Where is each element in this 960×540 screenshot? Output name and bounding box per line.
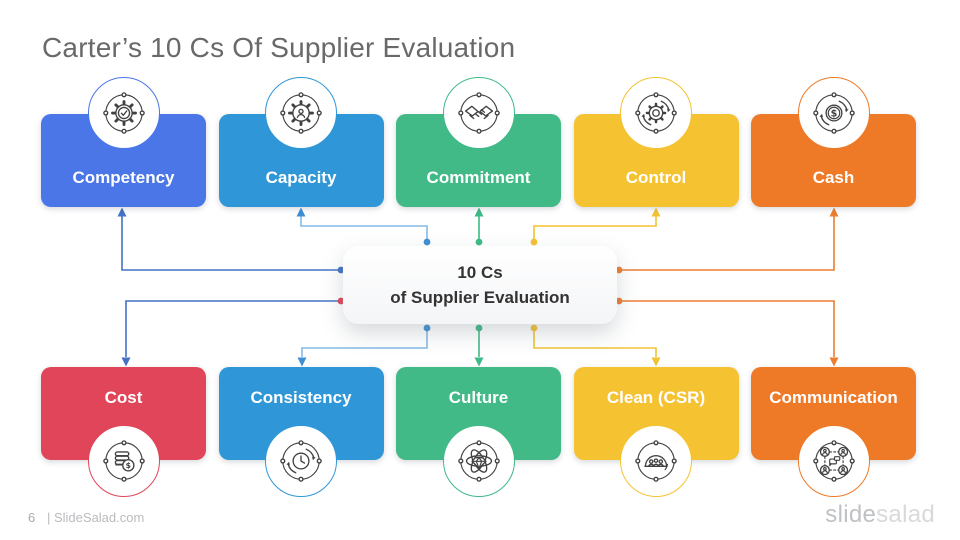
communication-icon-circle [797, 425, 870, 497]
center-box: 10 Cs of Supplier Evaluation [343, 246, 617, 324]
svg-text:$: $ [830, 108, 837, 119]
clock-cycle-icon [280, 440, 322, 482]
globe-people-icon [635, 440, 677, 482]
arrow-cash [829, 207, 839, 217]
dot-competency [337, 266, 345, 274]
handshake-icon [457, 92, 500, 134]
consistency-icon-circle [265, 425, 337, 497]
card-cost: $ Cost [41, 367, 206, 497]
center-line2: of Supplier Evaluation [390, 288, 570, 307]
dollar-cycle-icon: $ [812, 92, 855, 134]
card-competency: Competency [41, 77, 206, 207]
dot-commitment [475, 238, 483, 246]
arrow-culture [474, 357, 484, 367]
center-line1: 10 Cs [457, 263, 503, 282]
slidesalad-logo: slidesalad [825, 501, 935, 529]
connector-clean [533, 328, 657, 357]
card-label-clean-csr: Clean (CSR) [606, 388, 706, 407]
connector-consistency [301, 328, 428, 357]
connector-control [533, 216, 657, 242]
arrow-clean [651, 357, 661, 367]
dot-communication [615, 297, 623, 305]
arrow-communication [829, 357, 839, 367]
connector-capacity [300, 216, 428, 242]
card-label-cash: Cash [812, 168, 855, 187]
capacity-icon-circle [265, 77, 337, 149]
cost-icon-circle: $ [87, 425, 160, 497]
top-row: Competency Capacity [41, 77, 916, 207]
page-title: Carter’s 10 Cs Of Supplier Evaluation [42, 32, 516, 63]
arrow-cost [121, 357, 131, 367]
dot-culture [475, 324, 483, 332]
atom-diamond-icon [457, 440, 500, 482]
card-label-competency: Competency [72, 168, 175, 187]
connector-communication [619, 300, 835, 357]
dot-control [530, 238, 538, 246]
footer-site-text: | SlideSalad.com [47, 510, 145, 525]
connector-cost [125, 300, 341, 357]
people-chat-icon [812, 440, 855, 482]
arrow-competency [117, 207, 127, 217]
page-number: 6 [28, 510, 36, 525]
card-capacity: Capacity [218, 77, 384, 207]
arrow-control [651, 207, 661, 217]
card-cash: $ Cash [751, 77, 916, 207]
card-commitment: Commitment [396, 77, 561, 207]
card-label-control: Control [625, 168, 687, 187]
connector-cash [619, 216, 835, 271]
gear-person-icon [280, 92, 322, 134]
arrow-capacity [296, 207, 306, 217]
gear-check-icon [102, 92, 145, 134]
card-communication: Communication [751, 367, 916, 497]
dot-capacity [423, 238, 431, 246]
card-label-commitment: Commitment [426, 168, 531, 187]
connector-competency [121, 216, 341, 271]
dot-cost [337, 297, 345, 305]
commitment-icon-circle [442, 77, 515, 149]
bottom-row: $ Cost Consistency [41, 367, 916, 497]
clean-icon-circle [620, 425, 692, 497]
competency-icon-circle [87, 77, 160, 149]
card-control: Control [573, 77, 739, 207]
dot-clean [530, 324, 538, 332]
coins-dollar-icon: $ [102, 440, 145, 482]
logo-part-salad: salad [876, 501, 935, 528]
card-culture: Culture [396, 367, 561, 497]
control-icon-circle [620, 77, 692, 149]
culture-icon-circle [442, 425, 515, 497]
dot-consistency [423, 324, 431, 332]
logo-part-slide: slide [825, 501, 877, 528]
arrow-commitment [474, 207, 484, 217]
card-label-cost: Cost [104, 388, 143, 407]
cash-icon-circle: $ [797, 77, 870, 149]
card-label-communication: Communication [769, 388, 898, 407]
arrow-consistency [297, 357, 307, 367]
card-label-consistency: Consistency [250, 388, 352, 407]
svg-text:$: $ [125, 461, 130, 470]
dot-cash [615, 266, 623, 274]
card-consistency: Consistency [218, 367, 384, 497]
gear-cycle-icon [635, 92, 677, 134]
card-label-capacity: Capacity [265, 168, 337, 187]
card-clean-csr: Clean (CSR) [573, 367, 739, 497]
card-label-culture: Culture [448, 388, 509, 407]
